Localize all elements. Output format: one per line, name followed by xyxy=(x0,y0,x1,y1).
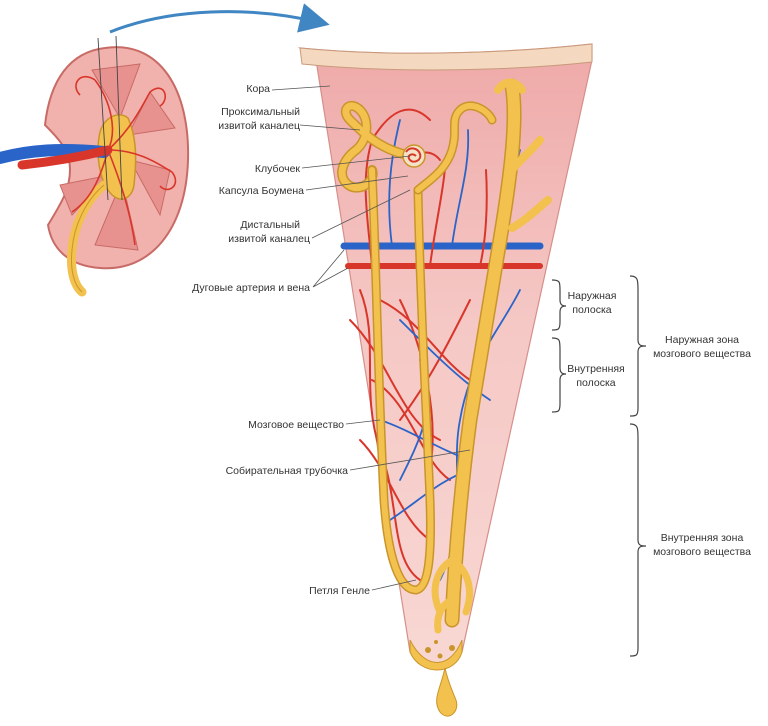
section-wedge xyxy=(297,43,593,665)
label-distal-2: извитой каналец xyxy=(228,233,310,245)
leader-lines xyxy=(271,85,471,591)
label-cortex: Кора xyxy=(246,83,270,95)
kidney-pelvis xyxy=(97,114,137,200)
label-inner-stripe-1: Внутренняя xyxy=(567,363,625,375)
label-henle-loop: Петля Генле xyxy=(309,585,370,597)
ureter-outline xyxy=(71,184,105,293)
label-glomerulus: Клубочек xyxy=(255,163,301,175)
papillary-duct-branches xyxy=(431,556,473,634)
renal-section xyxy=(297,43,593,717)
papilla-openings xyxy=(425,640,455,659)
label-arcuate: Дуговые артерия и вена xyxy=(192,282,310,294)
brace-inner-stripe xyxy=(551,337,567,413)
renal-capsule xyxy=(299,43,593,71)
kidney-medulla-pyramids xyxy=(59,63,176,251)
brace-outer-stripe xyxy=(551,279,567,331)
label-inner-zone-1: Внутренняя зона xyxy=(661,532,744,544)
papilla-drop xyxy=(436,667,458,717)
label-collecting-duct: Собирательная трубочка xyxy=(226,465,349,477)
label-distal-1: Дистальный xyxy=(240,219,300,231)
label-outer-zone-2: мозгового вещества xyxy=(653,348,751,360)
kidney-section-lines xyxy=(97,35,123,201)
kidney-inset xyxy=(0,35,190,297)
papilla xyxy=(409,639,463,671)
zoom-arrow xyxy=(109,3,330,34)
brace-outer-zone xyxy=(629,275,647,417)
kidney-vessels xyxy=(71,75,177,246)
label-proximal-2: извитой каналец xyxy=(218,120,300,132)
brace-inner-zone xyxy=(629,423,647,657)
labels: Кора Проксимальный извитой каналец Клубо… xyxy=(192,83,751,597)
glomerulus xyxy=(402,144,426,168)
label-inner-stripe-2: полоска xyxy=(576,377,615,389)
label-outer-zone-1: Наружная зона xyxy=(665,334,739,346)
renal-artery xyxy=(17,145,113,170)
label-outer-stripe-1: Наружная xyxy=(568,290,617,302)
label-medulla: Мозговое вещество xyxy=(248,419,344,431)
label-proximal-1: Проксимальный xyxy=(221,106,300,118)
tubules xyxy=(337,78,552,634)
label-inner-zone-2: мозгового вещества xyxy=(653,546,751,558)
label-outer-stripe-2: полоска xyxy=(572,304,611,316)
zone-braces xyxy=(551,275,647,657)
label-bowman: Капсула Боумена xyxy=(219,185,304,197)
